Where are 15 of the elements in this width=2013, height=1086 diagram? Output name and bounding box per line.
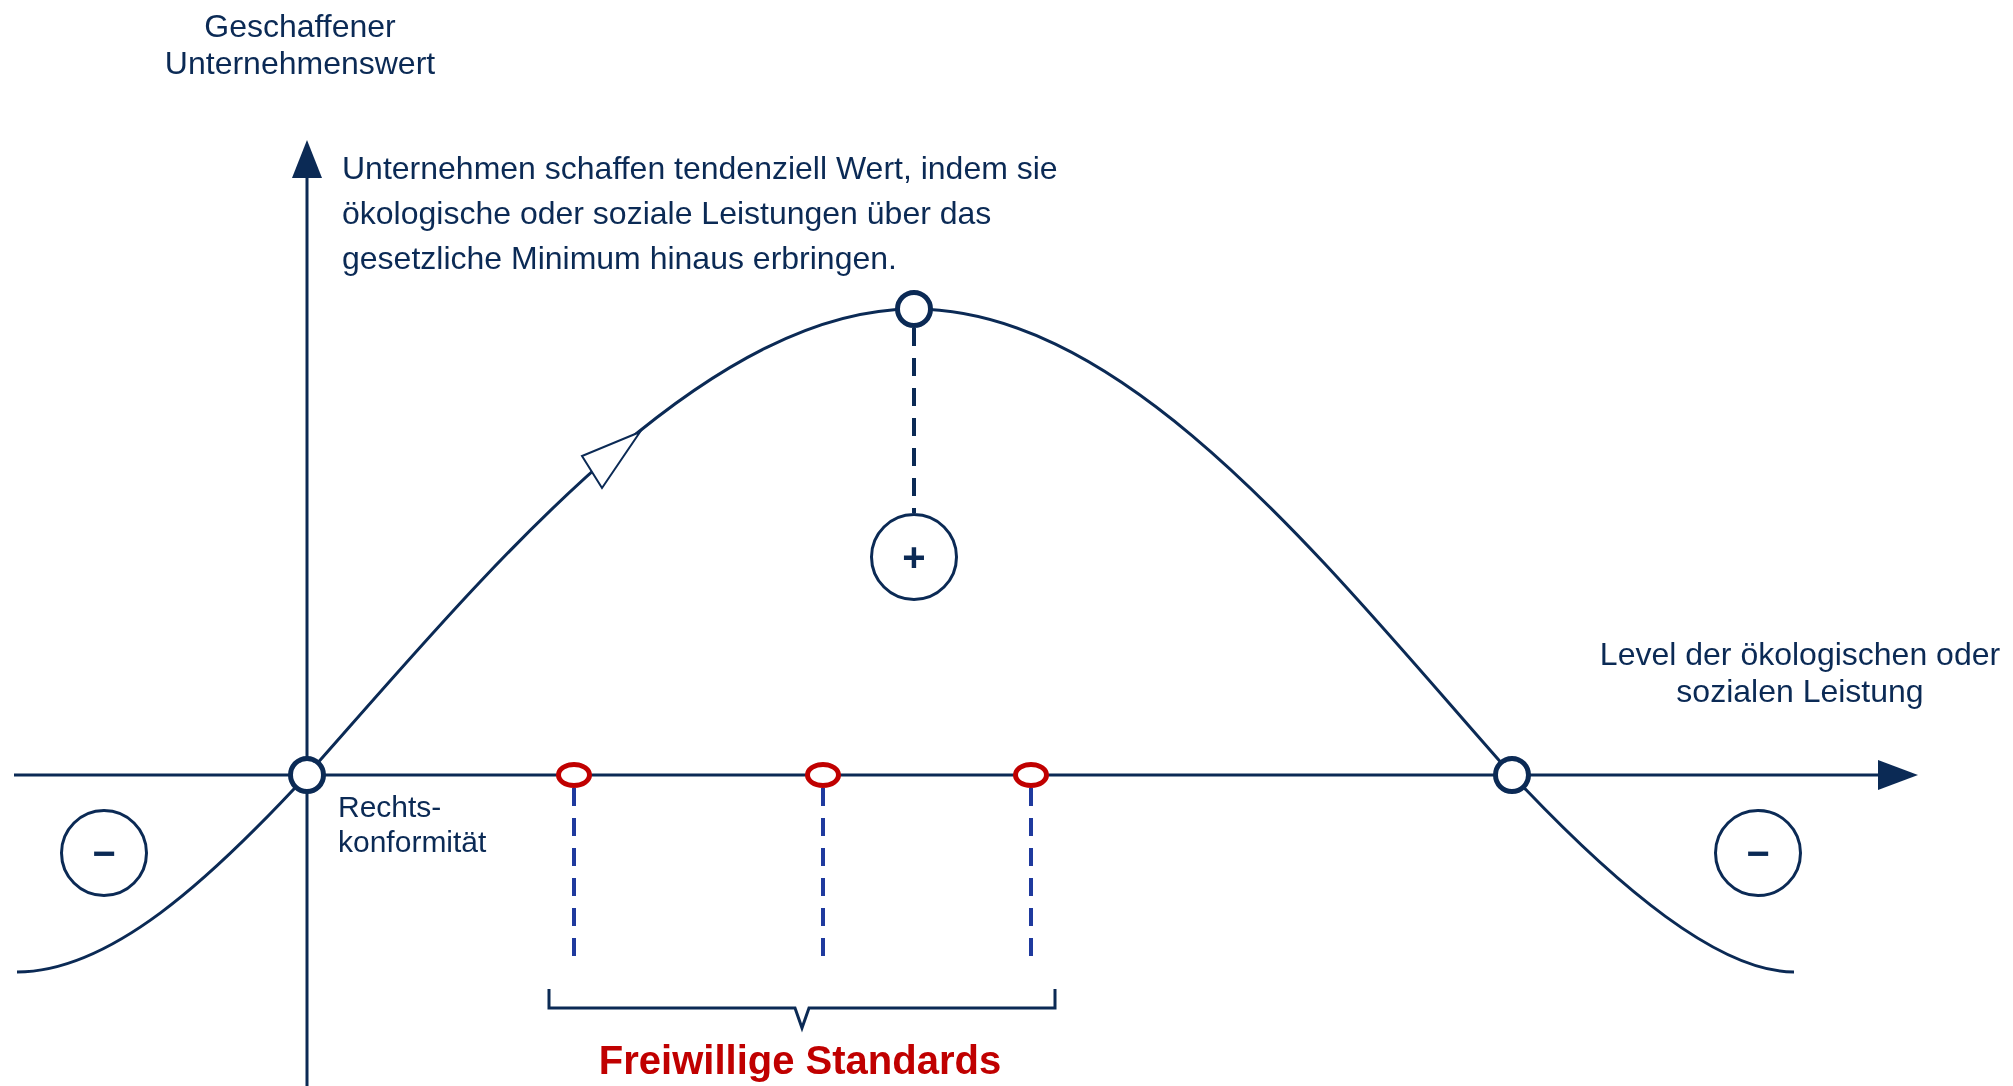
plus-circle: +	[870, 513, 958, 601]
minus-circle: −	[60, 809, 148, 897]
callout-text: Unternehmen schaffen tendenziell Wert, indem sie ökologische oder soziale Leistungen über das gesetzliche Minimum hinaus erbringen.	[342, 149, 1059, 278]
standard-marker	[1013, 762, 1049, 788]
point-caption: Rechts- konformität	[338, 790, 488, 859]
standard-marker	[556, 762, 592, 788]
bracket-label: Freiwillige Standards	[597, 1037, 1003, 1083]
connector	[912, 328, 916, 513]
curve-point	[288, 756, 326, 794]
curve-point	[895, 290, 933, 328]
minus-circle: −	[1714, 809, 1802, 897]
standard-marker	[805, 762, 841, 788]
axis-label: Geschaffener Unternehmenswert	[163, 8, 437, 82]
axis-label: Level der ökologischen oder sozialen Leistung	[1598, 636, 2002, 710]
curve-point	[1493, 756, 1531, 794]
